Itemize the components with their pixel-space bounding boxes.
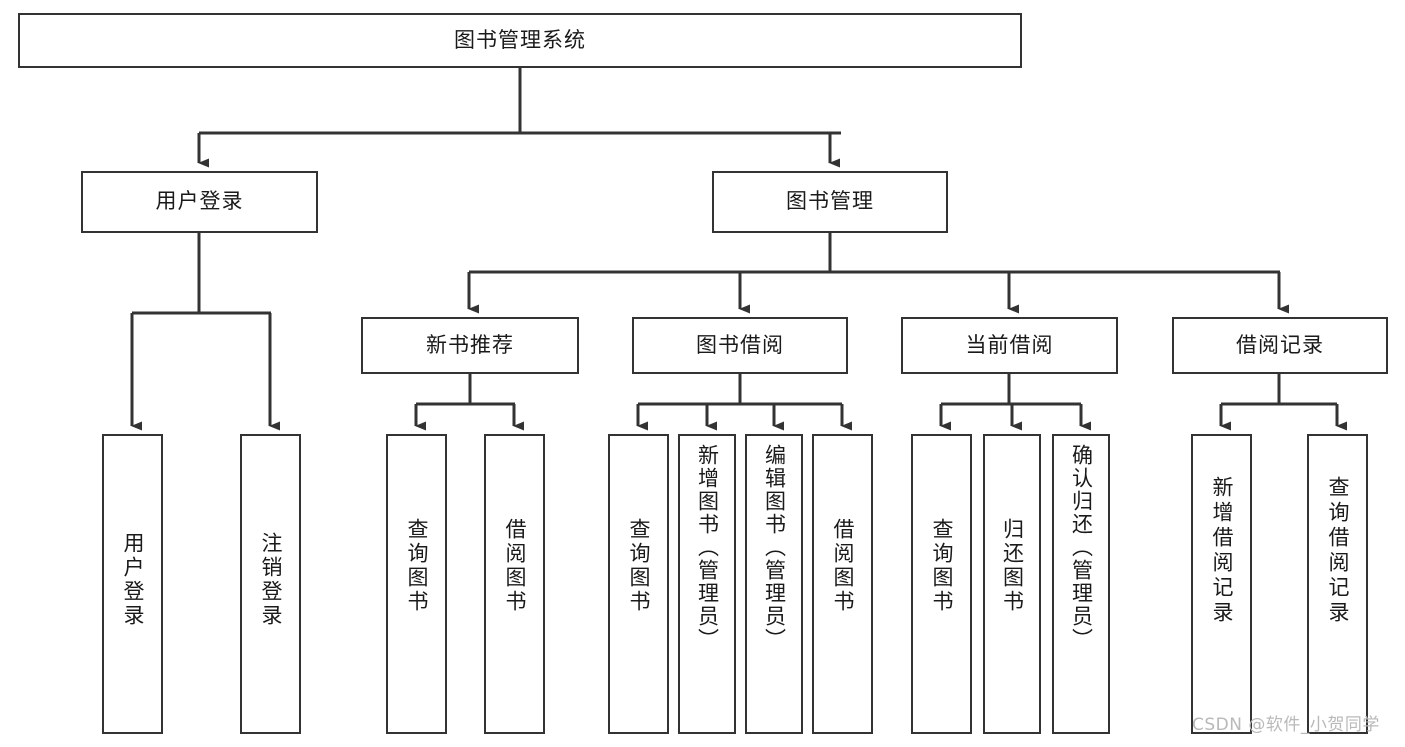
- node-leaf-logout-label: 注销登录: [259, 532, 283, 628]
- node-new-book-rec-label: 新书推荐: [426, 332, 514, 357]
- node-root-label: 图书管理系统: [454, 27, 586, 52]
- node-leaf-confirm-return-label: 确认归还（管理员）: [1069, 444, 1094, 651]
- node-leaf-logout[interactable]: 注销登录: [240, 434, 301, 734]
- node-leaf-query-book-1[interactable]: 查询图书: [386, 434, 447, 734]
- node-leaf-borrow-book-1-label: 借阅图书: [503, 518, 527, 614]
- node-user-login-label: 用户登录: [155, 189, 244, 214]
- node-leaf-borrow-book-2[interactable]: 借阅图书: [812, 434, 873, 734]
- node-book-borrow-label: 图书借阅: [696, 332, 784, 357]
- node-borrow-record[interactable]: 借阅记录: [1172, 317, 1388, 374]
- node-root[interactable]: 图书管理系统: [18, 13, 1022, 68]
- node-leaf-add-record-label: 新增借阅记录: [1210, 476, 1234, 626]
- node-leaf-edit-book[interactable]: 编辑图书（管理员）: [745, 434, 803, 734]
- node-leaf-query-book-3[interactable]: 查询图书: [911, 434, 972, 734]
- node-leaf-query-book-2-label: 查询图书: [627, 518, 651, 614]
- node-leaf-query-record-label: 查询借阅记录: [1326, 476, 1350, 626]
- node-leaf-confirm-return[interactable]: 确认归还（管理员）: [1052, 434, 1110, 734]
- node-leaf-add-book-label: 新增图书（管理员）: [695, 444, 720, 651]
- node-book-manage[interactable]: 图书管理: [712, 171, 948, 233]
- node-leaf-user-login[interactable]: 用户登录: [102, 434, 163, 734]
- node-current-borrow-label: 当前借阅: [965, 332, 1054, 357]
- node-book-manage-label: 图书管理: [786, 189, 874, 214]
- node-leaf-edit-book-label: 编辑图书（管理员）: [762, 444, 787, 651]
- node-leaf-query-record[interactable]: 查询借阅记录: [1307, 434, 1368, 734]
- node-current-borrow[interactable]: 当前借阅: [901, 317, 1118, 374]
- csdn-watermark: CSDN @软件_小贺同学: [1192, 715, 1380, 735]
- node-leaf-add-record[interactable]: 新增借阅记录: [1191, 434, 1252, 734]
- node-book-borrow[interactable]: 图书借阅: [632, 317, 848, 374]
- node-leaf-query-book-1-label: 查询图书: [405, 518, 429, 614]
- node-leaf-add-book[interactable]: 新增图书（管理员）: [678, 434, 736, 734]
- node-leaf-user-login-label: 用户登录: [121, 532, 145, 628]
- node-borrow-record-label: 借阅记录: [1236, 332, 1324, 357]
- node-new-book-rec[interactable]: 新书推荐: [361, 317, 579, 374]
- node-leaf-borrow-book-2-label: 借阅图书: [831, 518, 855, 614]
- node-leaf-return-book[interactable]: 归还图书: [983, 434, 1041, 734]
- node-leaf-borrow-book-1[interactable]: 借阅图书: [484, 434, 545, 734]
- node-leaf-return-book-label: 归还图书: [1000, 518, 1025, 614]
- node-user-login[interactable]: 用户登录: [81, 171, 318, 233]
- node-leaf-query-book-3-label: 查询图书: [930, 518, 954, 614]
- node-leaf-query-book-2[interactable]: 查询图书: [608, 434, 669, 734]
